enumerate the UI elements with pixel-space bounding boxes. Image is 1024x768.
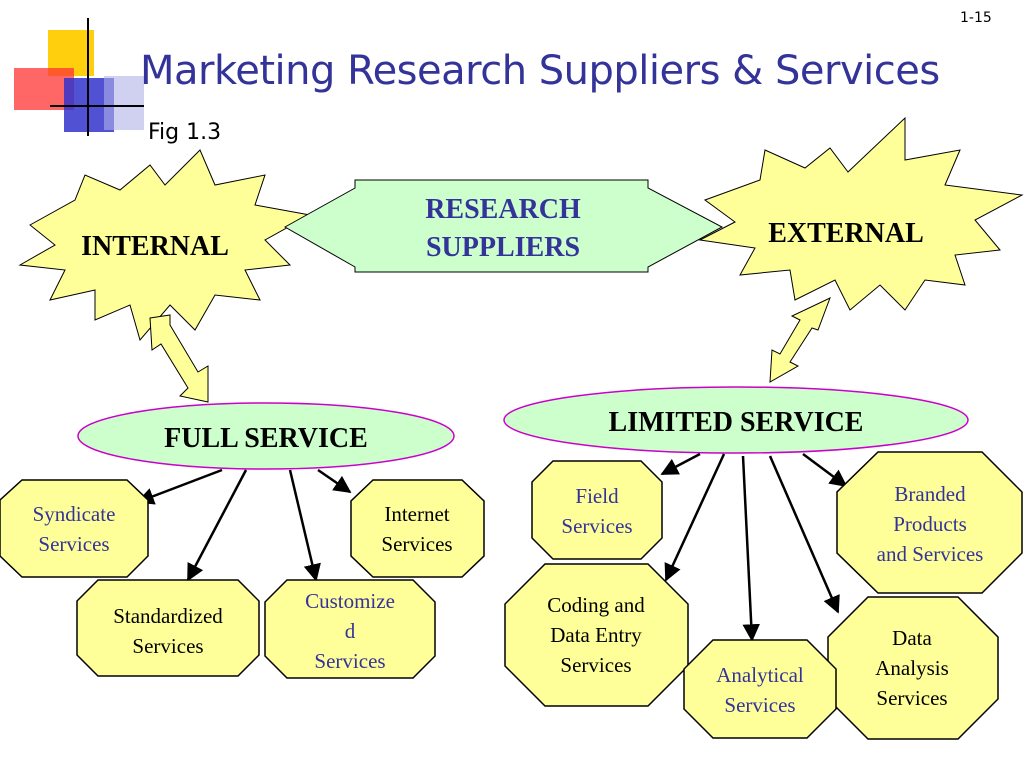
full-service-oval: FULL SERVICE xyxy=(77,402,455,470)
analytical-line1: Analytical xyxy=(716,663,804,687)
branded-line3: and Services xyxy=(877,542,984,566)
external-limitedservice-connector xyxy=(769,297,831,383)
limited-service-label: LIMITED SERVICE xyxy=(609,407,864,438)
external-label: EXTERNAL xyxy=(768,218,924,249)
branded-line2: Products xyxy=(893,512,967,536)
analysis-line3: Services xyxy=(876,686,947,710)
center-label-line2: SUPPLIERS xyxy=(426,232,580,263)
octagon-analytical-services: Analytical Services xyxy=(683,639,837,739)
decorative-corner-graphic xyxy=(14,18,144,138)
customized-line1: Customize xyxy=(305,589,395,613)
external-starburst: EXTERNAL xyxy=(698,116,1024,311)
analytical-line2: Services xyxy=(724,693,795,717)
limited-service-arrows xyxy=(660,452,848,642)
slide-title: Marketing Research Suppliers & Services xyxy=(140,48,940,94)
octagon-field-services: Field Services xyxy=(531,460,663,560)
customized-line2: d xyxy=(345,619,356,643)
standardized-line1: Standardized xyxy=(113,604,223,628)
analysis-line2: Analysis xyxy=(875,656,949,680)
octagon-syndicate-services: Syndicate Services xyxy=(0,479,149,578)
octagon-data-analysis: Data Analysis Services xyxy=(827,596,999,740)
octagon-internet-services: Internet Services xyxy=(350,479,485,578)
internet-line2: Services xyxy=(381,532,452,556)
field-line2: Services xyxy=(561,514,632,538)
coding-line1: Coding and xyxy=(547,593,645,617)
octagon-customized-services: Customize d Services xyxy=(264,579,436,679)
full-service-label: FULL SERVICE xyxy=(164,423,368,454)
branded-line1: Branded xyxy=(894,482,966,506)
figure-label: Fig 1.3 xyxy=(148,120,222,145)
octagon-branded-products: Branded Products and Services xyxy=(836,451,1023,594)
analysis-line1: Data xyxy=(892,626,932,650)
internal-starburst: INTERNAL xyxy=(18,149,312,342)
syndicate-line2: Services xyxy=(38,532,109,556)
limited-service-oval: LIMITED SERVICE xyxy=(503,386,969,454)
field-line1: Field xyxy=(575,484,619,508)
standardized-line2: Services xyxy=(132,634,203,658)
slide-number: 1-15 xyxy=(960,10,992,26)
center-label-line1: RESEARCH xyxy=(425,194,581,225)
octagon-standardized-services: Standardized Services xyxy=(76,579,260,677)
coding-line3: Services xyxy=(560,653,631,677)
full-service-arrows xyxy=(136,468,352,582)
customized-line3: Services xyxy=(314,649,385,673)
octagon-coding-data-entry: Coding and Data Entry Services xyxy=(504,563,689,707)
internal-label: INTERNAL xyxy=(81,231,229,262)
research-suppliers-arrow: RESEARCH SUPPLIERS xyxy=(283,179,724,273)
internet-line1: Internet xyxy=(384,502,449,526)
internal-fullservice-connector xyxy=(149,314,209,403)
coding-line2: Data Entry xyxy=(550,623,642,647)
syndicate-line1: Syndicate xyxy=(33,502,116,526)
